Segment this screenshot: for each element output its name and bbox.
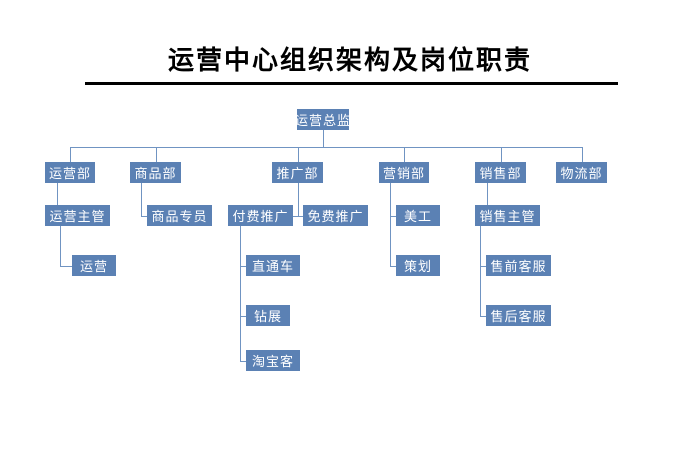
connector-vertical-line: [298, 147, 299, 162]
chart-title: 运营中心组织架构及岗位职责: [167, 45, 532, 75]
connector-horizontal-line: [240, 266, 246, 267]
title-rule: [85, 82, 618, 85]
org-node-art-designer: 美工: [396, 205, 440, 226]
connector-horizontal-line: [480, 266, 486, 267]
org-node-sales-dept: 销售部: [475, 162, 526, 183]
org-node-director: 运营总监: [295, 109, 350, 130]
org-node-operations-supervisor: 运营主管: [45, 205, 110, 226]
connector-vertical-line: [156, 147, 157, 162]
org-node-operations-dept: 运营部: [45, 162, 95, 183]
connector-vertical-line: [141, 183, 142, 216]
connector-horizontal-line: [293, 216, 303, 217]
connector-horizontal-line: [70, 147, 582, 148]
connector-horizontal-line: [390, 216, 396, 217]
connector-horizontal-line: [480, 316, 486, 317]
org-node-logistics-dept: 物流部: [556, 162, 607, 183]
connector-vertical-line: [390, 183, 391, 266]
connector-horizontal-line: [141, 216, 147, 217]
connector-vertical-line: [501, 147, 502, 162]
connector-vertical-line: [240, 226, 241, 361]
connector-horizontal-line: [390, 266, 396, 267]
org-node-zhitongche: 直通车: [246, 255, 300, 276]
org-node-presales-service: 售前客服: [486, 255, 551, 276]
org-node-merchandise-specialist: 商品专员: [147, 205, 212, 226]
org-node-free-promotion: 免费推广: [303, 205, 368, 226]
org-node-merchandise-dept: 商品部: [130, 162, 181, 183]
connector-vertical-line: [582, 147, 583, 162]
org-node-operations-staff: 运营: [72, 255, 116, 276]
connector-vertical-line: [60, 226, 61, 266]
org-node-paid-promotion: 付费推广: [228, 205, 293, 226]
org-node-taobaoke: 淘宝客: [246, 350, 300, 371]
org-node-zuanzhan: 钻展: [246, 305, 290, 326]
org-node-planner: 策划: [396, 255, 440, 276]
connector-horizontal-line: [240, 361, 246, 362]
connector-vertical-line: [57, 183, 58, 205]
org-node-aftersales-service: 售后客服: [486, 305, 551, 326]
connector-horizontal-line: [60, 266, 72, 267]
connector-vertical-line: [404, 147, 405, 162]
connector-vertical-line: [323, 130, 324, 147]
org-node-marketing-dept: 营销部: [379, 162, 429, 183]
connector-horizontal-line: [240, 316, 246, 317]
org-node-sales-supervisor: 销售主管: [475, 205, 540, 226]
connector-vertical-line: [487, 183, 488, 205]
connector-vertical-line: [298, 183, 299, 216]
connector-vertical-line: [70, 147, 71, 162]
connector-vertical-line: [480, 226, 481, 316]
org-node-promotion-dept: 推广部: [272, 162, 323, 183]
